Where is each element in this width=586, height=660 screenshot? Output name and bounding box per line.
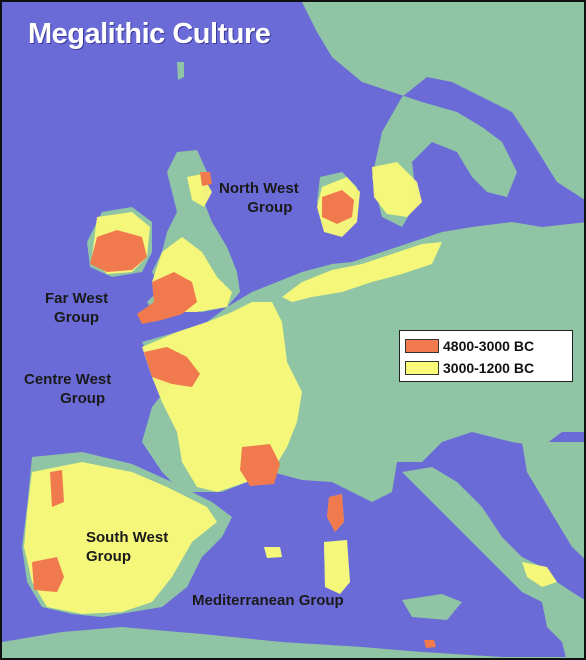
early-france-south — [240, 444, 280, 486]
far-west-label-line1: Far West — [45, 290, 109, 307]
italy-land — [402, 467, 584, 658]
early-wales — [137, 272, 197, 324]
early-portugal-south — [32, 557, 64, 592]
early-malta — [424, 640, 436, 648]
north-west-label-line2: Group — [247, 199, 293, 216]
early-period-areas — [32, 172, 436, 648]
legend-label-early: 4800-3000 BC — [443, 338, 535, 354]
balkans-land — [522, 442, 584, 559]
north-west-group-label: North West Group — [219, 179, 299, 217]
sicily-land — [402, 594, 462, 620]
far-west-label-line2: Group — [54, 309, 100, 326]
early-ireland — [90, 230, 147, 272]
early-scotland — [200, 172, 212, 186]
shetland-land — [177, 62, 184, 80]
centre-west-label-line2: Group — [60, 390, 106, 407]
late-italy-heel — [522, 562, 557, 587]
legend-swatch-late — [405, 361, 439, 375]
late-france — [142, 302, 302, 492]
legend-label-late: 3000-1200 BC — [443, 360, 535, 376]
late-sweden — [372, 162, 422, 217]
map-title: Megalithic Culture — [28, 18, 271, 50]
late-germany-coast — [282, 242, 442, 302]
early-brittany — [144, 347, 200, 387]
south-west-label-line1: South West — [86, 529, 169, 546]
early-denmark — [322, 190, 354, 224]
north-west-label-line1: North West — [219, 180, 299, 197]
map-legend: 4800-3000 BC 3000-1200 BC — [399, 330, 573, 382]
far-west-group-label: Far West Group — [45, 289, 108, 327]
late-iberia-north — [24, 462, 217, 614]
centre-west-label-line1: Centre West — [24, 371, 112, 388]
mediterranean-label-line1: Mediterranean Group — [192, 592, 344, 609]
legend-row-early: 4800-3000 BC — [405, 337, 534, 355]
late-balearic — [264, 547, 282, 558]
south-west-label-line2: Group — [86, 548, 131, 565]
south-west-group-label: South West Group — [86, 528, 168, 566]
centre-west-group-label: Centre West Group — [24, 370, 111, 408]
legend-row-late: 3000-1200 BC — [405, 359, 534, 377]
late-sardinia — [324, 540, 350, 594]
legend-swatch-early — [405, 339, 439, 353]
mediterranean-group-label: Mediterranean Group — [192, 591, 344, 610]
africa-land — [2, 627, 584, 658]
early-portugal-north — [50, 470, 64, 507]
early-corsica — [327, 494, 344, 532]
scandinavia-land — [302, 2, 584, 227]
